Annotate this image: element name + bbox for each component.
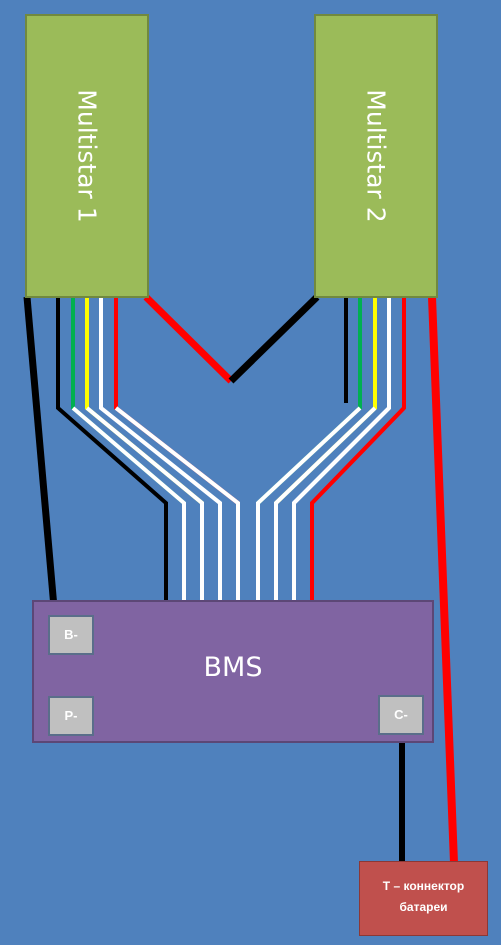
multistar-2-label: Multistar 2	[361, 89, 391, 223]
pack1-fan-red-white	[114, 406, 240, 620]
pack2-main-positive-wire	[428, 296, 458, 864]
bms-board: BMS B- P- C-	[32, 600, 434, 743]
multistar-1-pack: Multistar 1	[25, 14, 149, 298]
c-minus-pad: C-	[378, 695, 424, 735]
pack2-fan-green-white	[256, 406, 362, 620]
multistar-1-label: Multistar 1	[72, 89, 102, 223]
connector-label-line1: T – коннектор	[382, 879, 465, 893]
p-minus-pad: P-	[48, 696, 94, 736]
series-link-black-wire	[228, 294, 320, 384]
connector-label-line2: батареи	[399, 900, 448, 914]
b-minus-pad: B-	[48, 615, 94, 655]
pack2-fan-red-red	[310, 406, 406, 620]
battery-t-connector: T – коннектор батареи	[359, 861, 488, 936]
pack1-main-negative-wire	[23, 296, 61, 643]
multistar-2-pack: Multistar 2	[314, 14, 438, 298]
pack1-balance-white-wire	[99, 290, 222, 620]
pack1-balance-black-wire	[56, 290, 168, 620]
pack2-fan-white-white	[292, 406, 391, 620]
bms-label: BMS	[203, 652, 263, 683]
pack1-fan-green-white	[71, 406, 186, 620]
series-link-red-wire	[143, 294, 234, 384]
pack2-fan-yellow-white	[274, 406, 377, 620]
pack1-fan-yellow-white	[85, 406, 204, 620]
